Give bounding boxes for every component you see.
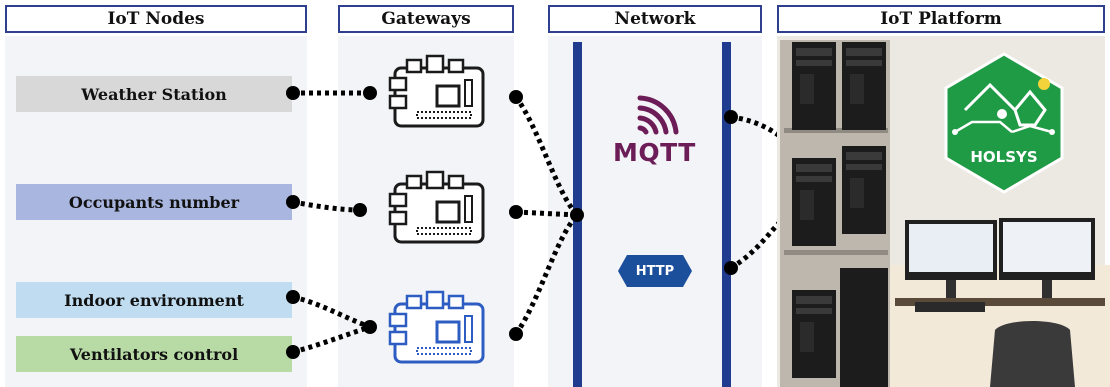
gateway-icon-3 — [388, 290, 485, 364]
http-label: HTTP — [635, 263, 675, 279]
header-iot-nodes: IoT Nodes — [5, 5, 307, 33]
node-ventilators-control: Ventilators control — [16, 336, 292, 372]
gateway-icon-1 — [388, 54, 485, 128]
iot-platform-photo — [777, 36, 1110, 387]
mqtt-icon — [637, 95, 679, 135]
network-line-right — [722, 42, 731, 387]
node-occupants-number: Occupants number — [16, 184, 292, 220]
header-gateways: Gateways — [338, 5, 514, 33]
http-badge: HTTP — [618, 255, 692, 287]
node-indoor-environment: Indoor environment — [16, 282, 292, 318]
holsys-logo-text: HOLSYS — [970, 148, 1038, 166]
http-badge-shape — [618, 255, 692, 287]
gateway-icon-2 — [388, 170, 485, 244]
mqtt-label: MQTT — [613, 138, 696, 167]
header-network: Network — [548, 5, 762, 33]
connection-dots — [286, 86, 797, 359]
holsys-logo — [944, 52, 1064, 194]
header-iot-platform: IoT Platform — [777, 5, 1105, 33]
node-weather-station: Weather Station — [16, 76, 292, 112]
connection-wires — [292, 90, 792, 355]
